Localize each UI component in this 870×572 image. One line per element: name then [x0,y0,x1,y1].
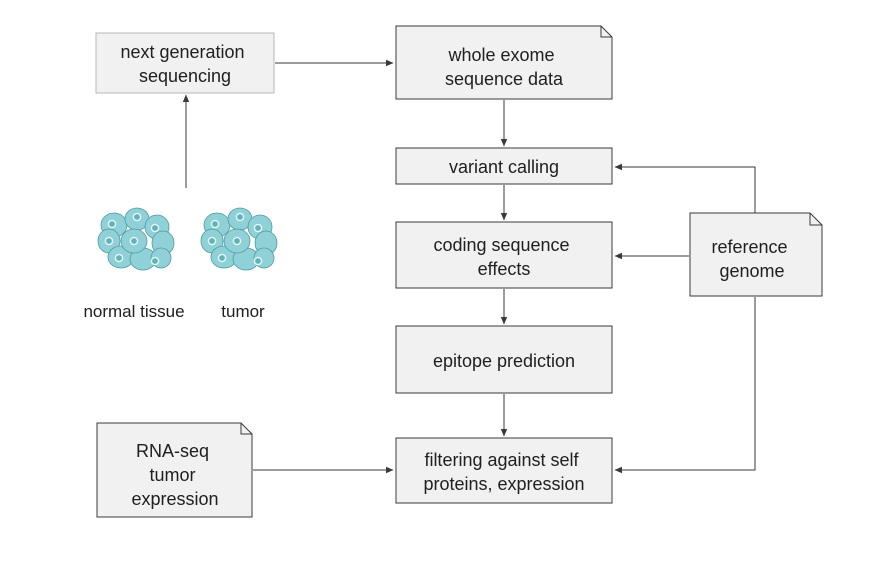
ngs-label-line-2: sequencing [139,66,231,86]
epitope-label: epitope prediction [433,351,575,371]
cell-nucleus [132,212,142,222]
cell-nucleus [150,256,160,266]
wes-label-line-2: sequence data [445,69,564,89]
wes-document-box [395,25,613,100]
variant-label: variant calling [449,157,559,177]
cell-nucleus [235,212,245,222]
filtering-label-line-1: filtering against self [424,450,579,470]
cell-nucleus [107,219,117,229]
svg-text:filtering against self p: filtering against self proteins, express… [423,450,584,494]
coding-label-line-1: coding sequence [433,235,569,255]
wes-fold-corner [600,26,612,38]
wes-label-line-1: whole exome [447,45,554,65]
svg-text:whole exome sequence dat: whole exome sequence data [445,45,564,89]
reference-label-line-1: reference [711,237,787,257]
filtering-node: filtering against self proteins, express… [395,437,613,504]
coding-label-line-2: effects [478,259,531,279]
reference-label-line-2: genome [719,261,784,281]
epitope-box [395,325,613,394]
svg-text:reference genome: reference genome [711,237,792,281]
cell-nucleus [207,236,217,246]
cell-nucleus [104,236,114,246]
cell-nucleus [253,256,263,266]
cell-nucleus [210,219,220,229]
filtering-box [395,437,613,504]
wes-node: whole exome sequence data [395,25,613,100]
tumor-cluster-icon [200,207,278,271]
tumor-caption: tumor [221,302,265,321]
arrow-reference-to-filtering [614,297,756,474]
rnaseq-fold-corner [240,423,252,435]
cell-nucleus [253,223,263,233]
coding-node: coding sequence effects [395,221,613,289]
filtering-label-line-2: proteins, expression [423,474,584,494]
ngs-box [95,32,275,94]
tissue-cluster-icon [97,207,175,271]
rnaseq-label-line-3: expression [131,489,218,509]
variant-node: variant calling [395,147,613,185]
coding-box [395,221,613,289]
ngs-label-line-1: next generation [120,42,244,62]
cell-nucleus [232,236,242,246]
svg-text:variant calling: variant calling [449,157,559,177]
variant-box [395,147,613,185]
cell-nucleus [114,253,124,263]
cell-nucleus [150,223,160,233]
cell-nucleus [217,253,227,263]
rnaseq-label-line-1: RNA-seq [136,441,209,461]
reference-document-box [689,212,823,297]
normal-tissue-caption: normal tissue [83,302,184,321]
rnaseq-label-line-2: tumor [149,465,195,485]
ngs-node: next generation sequencing [95,32,275,94]
reference-node: reference genome [689,212,823,297]
rnaseq-node: RNA-seq tumor expression [96,422,253,518]
cell-nucleus [129,236,139,246]
epitope-node: epitope prediction [395,325,613,394]
svg-text:epitope prediction: epitope prediction [433,351,575,371]
arrow-reference-to-variant [614,163,756,213]
svg-text:next generation sequenci: next generation sequencing [120,42,249,86]
connectors [182,59,756,474]
reference-fold-corner [809,213,822,226]
svg-text:RNA-seq tumor expr: RNA-seq tumor expression [131,441,218,509]
svg-text:coding sequence effects: coding sequence effects [433,235,574,279]
rnaseq-document-box [96,422,253,518]
